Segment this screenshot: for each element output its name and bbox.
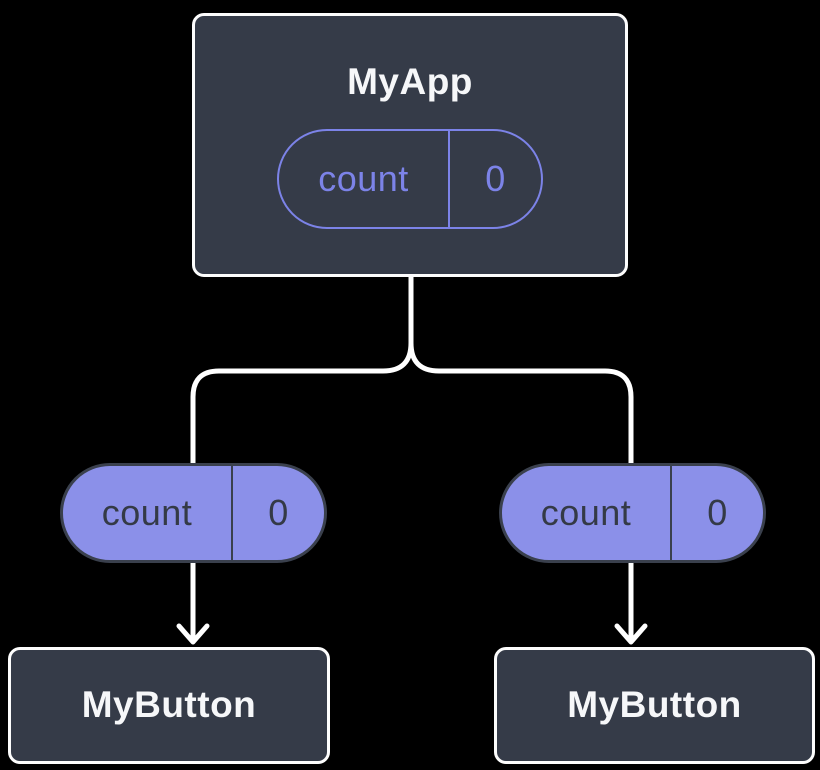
prop-pill-value: 0 <box>231 466 324 560</box>
child-node-mybutton-left: MyButton <box>8 647 330 764</box>
prop-pill-name: count <box>540 492 632 533</box>
state-pill: count 0 <box>277 129 543 230</box>
prop-pill-left: count 0 <box>60 463 327 563</box>
child-node-title: MyButton <box>81 684 257 726</box>
state-pill-name: count <box>318 158 409 200</box>
root-node-title: MyApp <box>347 60 473 102</box>
left-down-arrowhead-icon <box>176 623 210 645</box>
child-node-title: MyButton <box>567 684 742 726</box>
state-pill-value: 0 <box>448 131 541 228</box>
root-node-myapp: MyApp count 0 <box>192 13 628 277</box>
prop-pill-right: count 0 <box>499 463 766 563</box>
connector-right-branch <box>408 274 634 643</box>
prop-pill-value: 0 <box>670 466 763 560</box>
connector-left-branch <box>190 274 414 643</box>
prop-pill-name: count <box>101 492 193 533</box>
child-node-mybutton-right: MyButton <box>494 647 815 764</box>
right-down-arrowhead-icon <box>614 623 648 645</box>
